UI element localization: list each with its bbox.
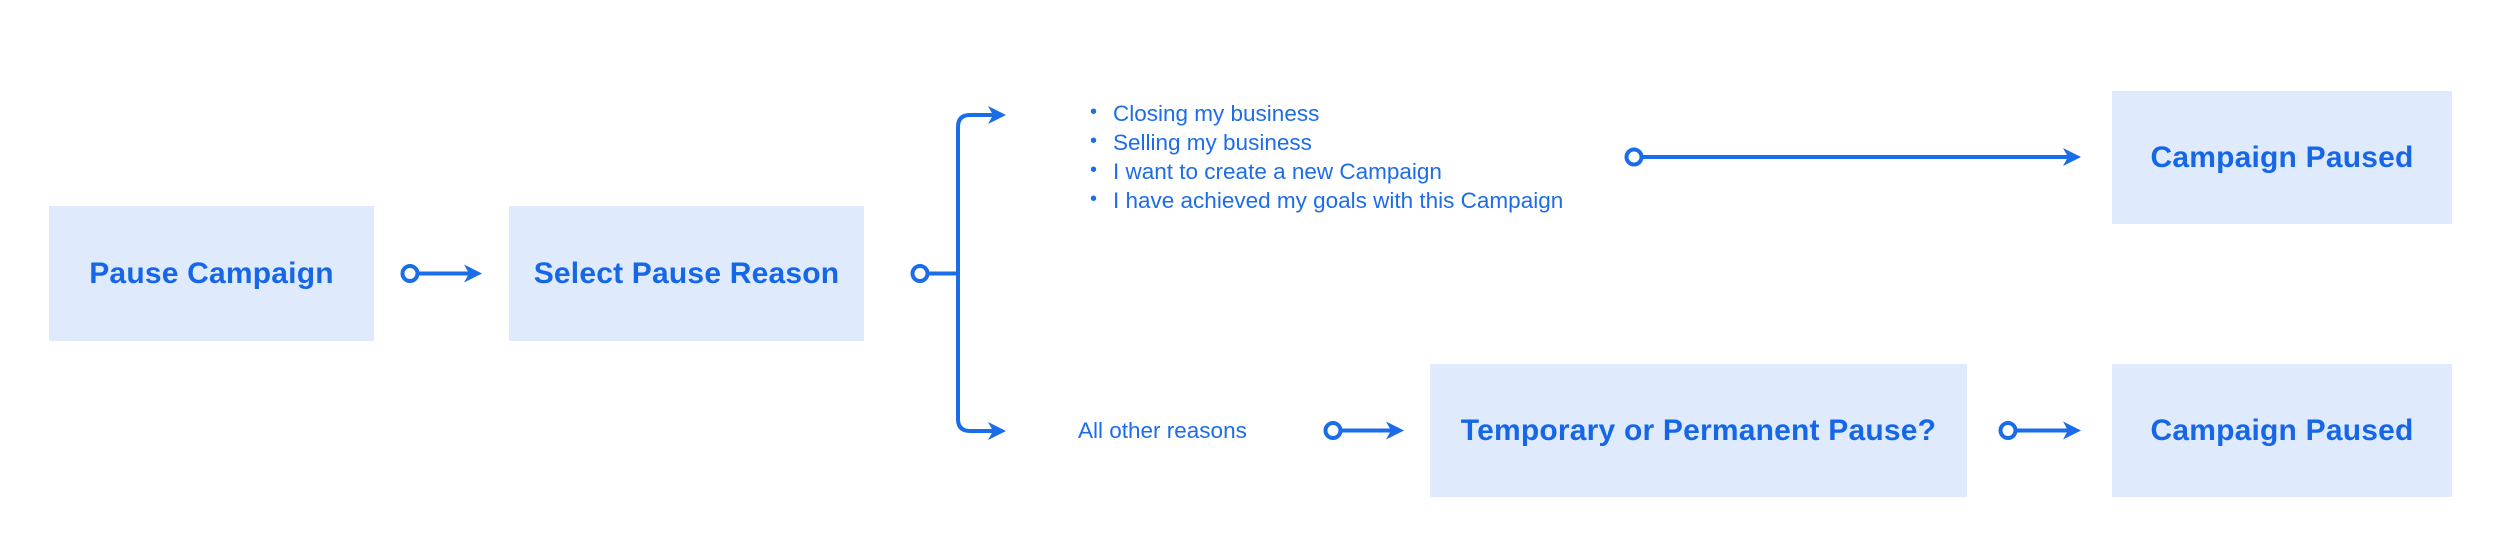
- node-label: Campaign Paused: [2150, 413, 2414, 447]
- connector-pause-to-select: [400, 264, 482, 283]
- arrowhead-icon: [988, 106, 1006, 124]
- node-label: Campaign Paused: [2150, 140, 2414, 174]
- list-item: Selling my business: [1085, 127, 1563, 157]
- node-label: Select Pause Reason: [533, 256, 840, 290]
- node-label: Pause Campaign: [89, 256, 334, 290]
- connector-reasons-to-paused: [1624, 147, 2081, 167]
- node-pause-campaign: Pause Campaign: [49, 206, 374, 341]
- arrowhead-icon: [464, 264, 482, 283]
- connector-start-dot: [1624, 147, 1644, 167]
- node-select-pause-reason: Select Pause Reason: [509, 206, 864, 341]
- all-other-reasons-label: All other reasons: [1078, 418, 1247, 443]
- node-label: Temporary or Permanent Pause?: [1460, 413, 1937, 447]
- arrowhead-icon: [2063, 148, 2081, 166]
- node-campaign-paused-top: Campaign Paused: [2112, 91, 2452, 224]
- connector-start-dot: [1323, 421, 1343, 440]
- connector-other-to-temporary: [1323, 421, 1404, 440]
- connector-select-branch: [910, 106, 1006, 440]
- node-temporary-or-permanent-pause: Temporary or Permanent Pause?: [1430, 364, 1967, 497]
- node-campaign-paused-bottom: Campaign Paused: [2112, 364, 2452, 497]
- list-item: I want to create a new Campaign: [1085, 156, 1563, 186]
- arrowhead-icon: [988, 422, 1006, 440]
- connector-start-dot: [400, 264, 420, 283]
- connector-temporary-to-paused: [1998, 421, 2081, 440]
- arrowhead-icon: [1386, 421, 1404, 440]
- connector-start-dot: [910, 264, 930, 283]
- branch-line: [956, 113, 993, 433]
- connector-start-dot: [1998, 421, 2018, 440]
- list-item: I have achieved my goals with this Campa…: [1085, 185, 1563, 215]
- arrowhead-icon: [2063, 421, 2081, 440]
- list-item: Closing my business: [1085, 98, 1563, 128]
- pause-reasons-list: Closing my business Selling my business …: [1085, 98, 1563, 215]
